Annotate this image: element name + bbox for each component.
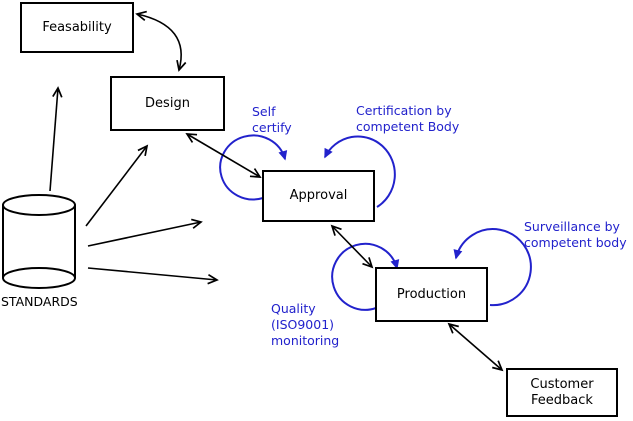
arrow-standards-production bbox=[87, 267, 219, 285]
arrow-standards-approval bbox=[87, 218, 203, 247]
node-customer-feedback-label: Customer Feedback bbox=[530, 376, 594, 408]
standards-cylinder-icon bbox=[2, 194, 76, 289]
annotation-surveillance-by-competent-body: Surveillance by competent body bbox=[524, 219, 627, 250]
arrow-feasability-design bbox=[135, 10, 187, 72]
arrow-standards-feasability bbox=[49, 86, 63, 192]
node-customer-feedback: Customer Feedback bbox=[506, 368, 618, 417]
node-production-label: Production bbox=[396, 286, 467, 302]
loop-surveillance-competent-body bbox=[453, 228, 532, 307]
arrow-standards-design bbox=[85, 144, 149, 227]
node-feasability: Feasability bbox=[20, 2, 134, 53]
loop-certification-competent-body bbox=[324, 135, 396, 208]
node-feasability-label: Feasability bbox=[42, 19, 112, 35]
annotation-certification-by-competent-body: Certification by competent Body bbox=[356, 103, 460, 134]
arrow-production-customer-feedback bbox=[447, 322, 504, 372]
arrow-design-approval bbox=[185, 133, 262, 178]
annotation-self-certify: Self certify bbox=[252, 104, 292, 135]
arrow-approval-production bbox=[330, 224, 374, 269]
node-production: Production bbox=[375, 267, 488, 322]
node-design: Design bbox=[110, 76, 225, 131]
node-approval: Approval bbox=[262, 170, 375, 222]
standards-label: STANDARDS bbox=[1, 294, 78, 309]
node-design-label: Design bbox=[145, 95, 190, 111]
annotation-quality-iso9001-monitoring: Quality (ISO9001) monitoring bbox=[271, 301, 340, 348]
node-approval-label: Approval bbox=[289, 188, 348, 203]
